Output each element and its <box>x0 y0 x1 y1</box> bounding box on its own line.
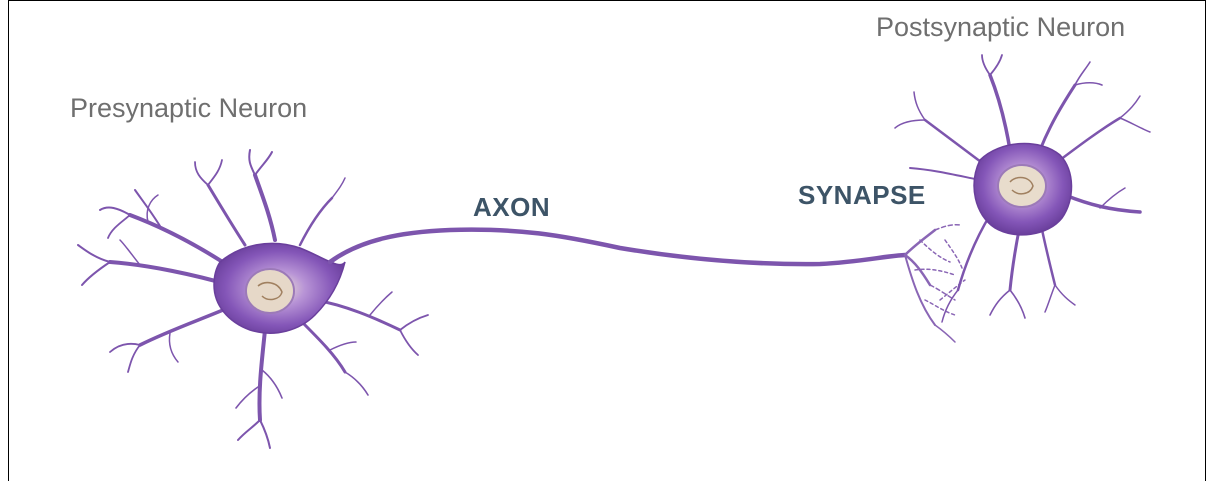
synapse-label: SYNAPSE <box>798 180 926 211</box>
postsynaptic-soma <box>974 144 1071 235</box>
postsynaptic-label: Postsynaptic Neuron <box>876 12 1125 43</box>
axon-label: AXON <box>473 192 550 223</box>
axon-terminals <box>905 225 965 342</box>
presynaptic-label: Presynaptic Neuron <box>70 93 307 124</box>
axon-path <box>330 230 905 264</box>
postsynaptic-nucleus <box>998 165 1046 207</box>
presynaptic-nucleus <box>246 269 294 313</box>
presynaptic-soma <box>214 243 345 333</box>
